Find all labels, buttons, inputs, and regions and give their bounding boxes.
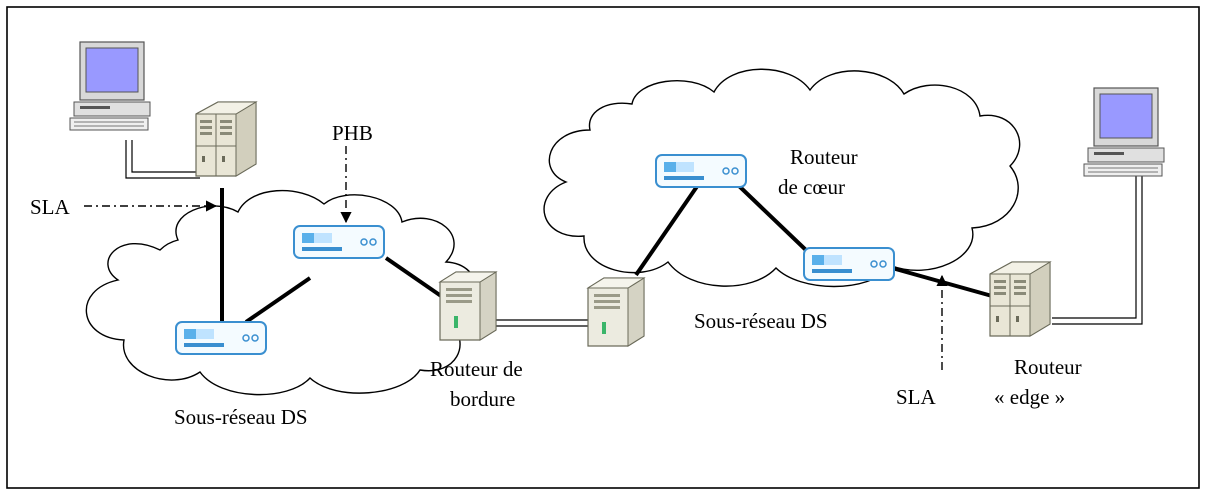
access-links xyxy=(125,140,1143,327)
edge-router-icon xyxy=(989,261,1051,337)
border-router-right-icon xyxy=(587,277,645,347)
core-router-label-line2: de cœur xyxy=(778,175,845,199)
core-router-label-line1: Routeur xyxy=(790,145,858,169)
edge-router-label-line1: Routeur xyxy=(1014,355,1082,379)
phb-label: PHB xyxy=(332,121,373,145)
server-left-icon xyxy=(195,101,257,177)
border-router-label-line2: bordure xyxy=(450,387,515,411)
router-left-bottom-icon xyxy=(175,321,267,355)
sla-right-label: SLA xyxy=(896,385,937,409)
right-cloud xyxy=(543,68,1021,288)
core-router-right-icon xyxy=(803,247,895,281)
core-router-top-icon xyxy=(655,154,747,188)
border-router-label-line1: Routeur de xyxy=(430,357,523,381)
annotation-arrows xyxy=(84,146,948,370)
edge-router-label-line2: « edge » xyxy=(994,385,1065,409)
sla-left-label: SLA xyxy=(30,195,71,219)
left-subnet-label: Sous-réseau DS xyxy=(174,405,308,429)
right-subnet-label: Sous-réseau DS xyxy=(694,309,828,333)
border-router-left-icon xyxy=(439,271,497,341)
router-phb-icon xyxy=(293,225,385,259)
